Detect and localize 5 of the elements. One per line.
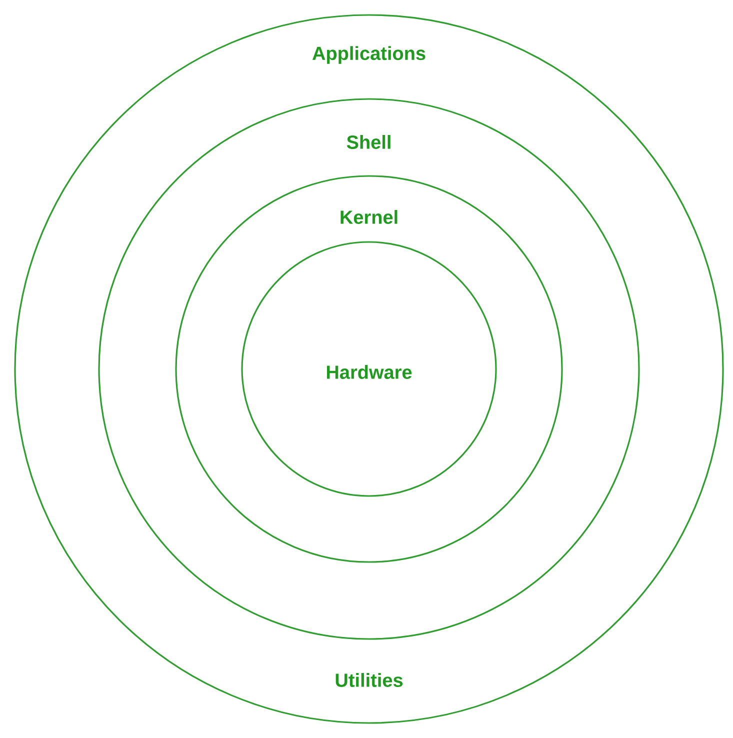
layer-label: Applications — [312, 46, 426, 64]
layer-label: Shell — [346, 135, 390, 149]
layer-label: Hardware — [326, 365, 412, 379]
layer-label: Kernel — [340, 210, 398, 224]
layer-label: Utilities — [336, 673, 403, 687]
